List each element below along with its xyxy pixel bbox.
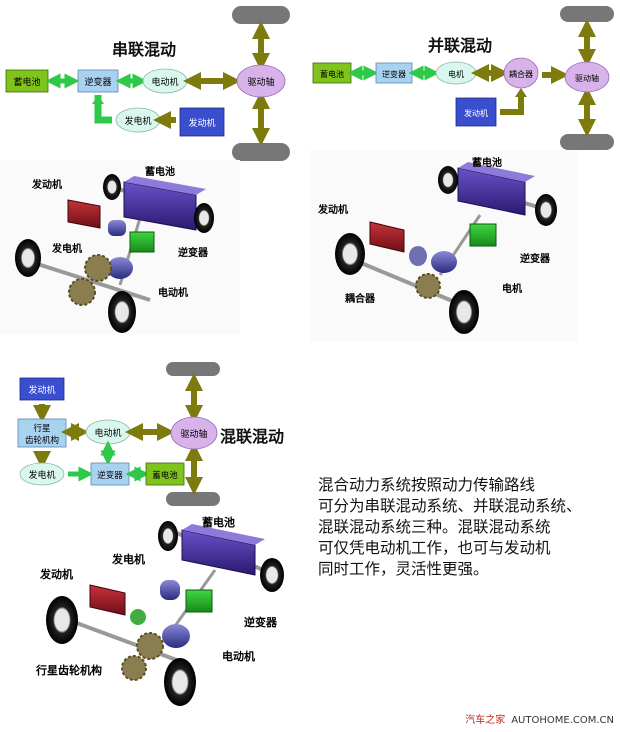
series-hybrid-diagram: 串联混动 蓄电池 逆变器 电动机 驱动轴 发电机 发动机 — [5, 6, 290, 161]
axle-node — [170, 416, 218, 450]
motor-label: 电动机 — [151, 76, 178, 88]
parallel-hybrid-render: 发动机 蓄电池 逆变器 电机 耦合器 — [310, 150, 578, 342]
motor-label: 电动机 — [222, 649, 255, 663]
motor-label: 电机 — [502, 282, 522, 295]
series-title: 串联混动 — [112, 40, 176, 59]
description-line: 同时工作，灵活性更强。 — [318, 560, 489, 578]
series-hybrid-render: 发动机 蓄电池 发电机 逆变器 电动机 — [0, 160, 240, 335]
generator-label: 发电机 — [28, 469, 55, 481]
battery-label: 蓄电池 — [145, 165, 175, 178]
description-line: 混合动力系统按照动力传输路线 — [318, 476, 536, 494]
watermark: 汽车之家 AUTOHOME.COM.CN — [465, 711, 614, 726]
motor-label: 电动机 — [158, 286, 188, 299]
watermark-site: AUTOHOME.COM.CN — [511, 715, 614, 726]
inverter-label: 逆变器 — [84, 76, 111, 88]
series-parallel-hybrid-render: 蓄电池 发电机 发动机 逆变器 电动机 行星齿轮机构 — [35, 515, 284, 706]
description-line: 混联混动系统三种。混联混动系统 — [318, 518, 551, 536]
planetary-label-1: 行星 — [33, 423, 50, 434]
battery-label: 蓄电池 — [202, 515, 235, 529]
engine-label: 发动机 — [28, 384, 55, 396]
wheel-bottom — [560, 134, 614, 150]
axle-node — [236, 64, 286, 98]
generator-label: 发电机 — [124, 115, 151, 127]
engine-label: 发动机 — [464, 108, 488, 118]
parallel-title: 并联混动 — [428, 36, 492, 55]
engine-label: 发动机 — [188, 117, 215, 129]
hybrid-title: 混联混动 — [220, 427, 284, 446]
generator-label: 发电机 — [111, 552, 145, 566]
battery-box — [145, 462, 185, 486]
inverter-label: 逆变器 — [178, 246, 209, 259]
inverter-label: 逆变器 — [244, 615, 278, 629]
wheel-bottom — [232, 143, 290, 161]
series-parallel-hybrid-diagram: 混联混动 发动机 行星 齿轮机构 电动机 驱动轴 发电机 逆变器 蓄电池 — [17, 362, 284, 506]
generator-node — [19, 462, 65, 486]
engine-box — [19, 377, 65, 401]
engine-label: 发动机 — [317, 203, 348, 216]
planetary-label-2: 齿轮机构 — [25, 435, 59, 446]
axle-label: 驱动轴 — [575, 73, 599, 83]
motor-label: 电动机 — [94, 427, 121, 439]
wheel-top — [232, 6, 290, 24]
coupler-label: 耦合器 — [509, 69, 533, 79]
motor-label: 电机 — [448, 69, 464, 79]
inverter-label: 逆变器 — [382, 69, 406, 79]
engine-box — [179, 107, 225, 137]
description-text: 混合动力系统按照动力传输路线 可分为串联混动系统、并联混动系统、 混联混动系统三… — [318, 475, 618, 580]
wheel-top — [166, 362, 220, 376]
coupler-label: 耦合器 — [345, 292, 376, 305]
planetary-box — [17, 418, 67, 448]
inverter-label: 逆变器 — [97, 470, 123, 481]
battery-label: 蓄电池 — [152, 470, 178, 481]
wheel-bottom — [166, 492, 220, 506]
engine-label: 发动机 — [31, 178, 62, 191]
inverter-label: 逆变器 — [520, 252, 551, 265]
description-line: 可分为串联混动系统、并联混动系统、 — [318, 497, 582, 515]
axle-node — [564, 61, 610, 93]
parallel-hybrid-diagram: 并联混动 蓄电池 逆变器 电机 耦合器 驱动轴 发动机 — [312, 6, 614, 150]
engine-label: 发动机 — [39, 567, 73, 581]
description-line: 可仅凭电动机工作，也可与发动机 — [318, 539, 551, 557]
watermark-brand: 汽车之家 — [465, 715, 506, 726]
battery-label: 蓄电池 — [13, 76, 40, 88]
axle-label: 驱动轴 — [180, 428, 207, 440]
generator-label: 发电机 — [51, 242, 82, 255]
wheel-top — [560, 6, 614, 22]
battery-label: 蓄电池 — [320, 69, 344, 79]
axle-label: 驱动轴 — [247, 76, 274, 88]
battery-label: 蓄电池 — [472, 156, 502, 169]
planetary-label: 行星齿轮机构 — [35, 663, 102, 677]
engine-box — [455, 97, 497, 127]
